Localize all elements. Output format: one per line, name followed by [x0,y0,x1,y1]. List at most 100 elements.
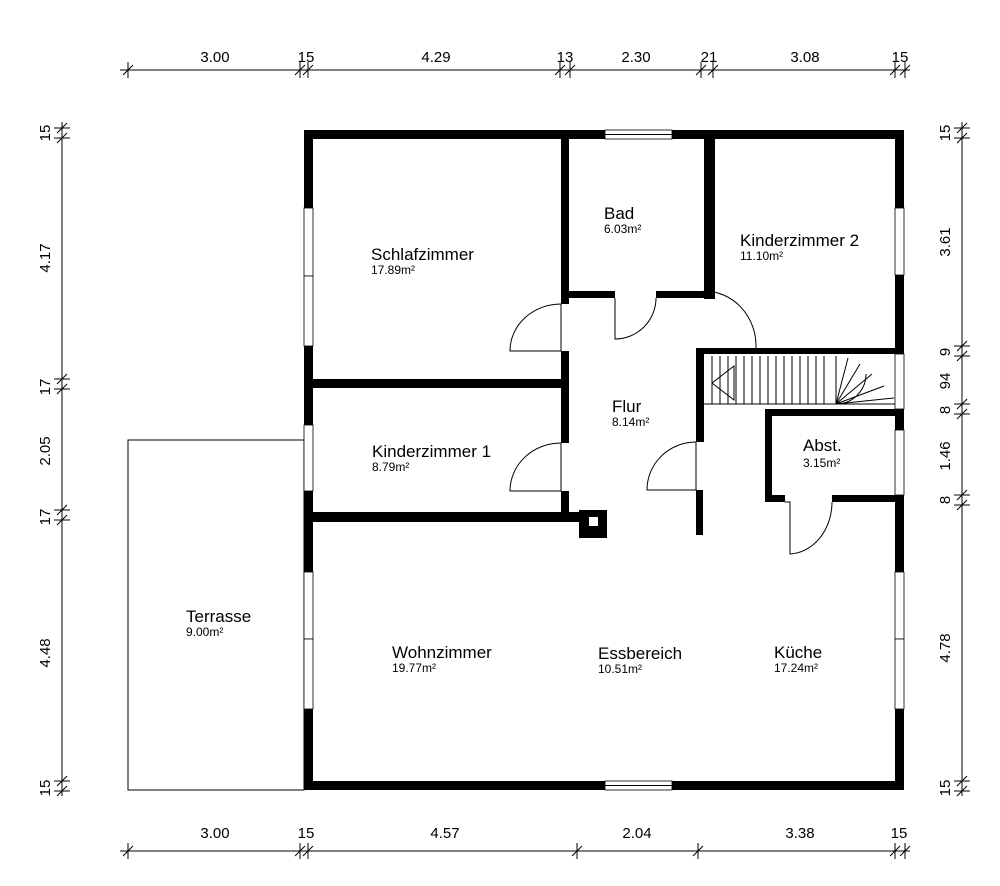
window-schlafzimmer-2 [303,275,314,347]
dimension-tick [302,843,314,859]
dim-left-1: 15 [37,125,54,142]
dim-right-2: 3.61 [937,227,954,256]
dim-right-4: 94 [937,373,954,390]
windows [303,129,905,791]
window-stair [894,353,905,410]
dimension-labels-right: 15 3.61 9 94 8 1.46 8 4.78 15 [937,125,954,797]
room-area-terrasse: 9.00m² [186,625,223,639]
room-area-kinderzimmer2: 11.10m² [740,249,783,263]
dim-bottom-5: 3.38 [785,825,814,842]
room-area-schlafzimmer: 17.89m² [371,263,415,277]
dim-right-5: 8 [937,406,954,414]
dim-left-7: 15 [37,780,54,797]
room-area-kinderzimmer1: 8.79m² [372,460,409,474]
dim-bottom-4: 2.04 [622,825,651,842]
window-kinderzimmer1 [303,424,314,492]
dim-top-8: 15 [892,49,909,66]
dimension-tick [54,383,70,395]
dim-right-8: 4.78 [937,633,954,662]
dim-right-6: 1.46 [937,441,954,470]
room-labels: Schlafzimmer 17.89m² Bad 6.03m² Kinderzi… [186,204,859,676]
dimension-tick [899,843,911,859]
stair-winder-tread [835,363,861,405]
dim-bottom-6: 15 [891,825,908,842]
dimension-labels-top: 3.00 15 4.29 13 2.30 21 3.08 15 [200,49,908,66]
stair-winder-arc [835,373,867,405]
interior-walls [313,139,896,538]
room-name-kinderzimmer1: Kinderzimmer 1 [372,442,491,461]
dim-left-3: 17 [37,379,54,396]
room-name-bad: Bad [604,204,634,223]
dim-top-7: 3.08 [790,49,819,66]
dimension-tick [294,62,306,78]
dimension-tick [54,373,70,385]
dimension-tick [564,62,576,78]
dimension-tick [692,843,704,859]
dimension-tick [954,350,970,362]
room-name-kueche: Küche [774,643,822,662]
dim-top-3: 4.29 [421,49,450,66]
room-name-kinderzimmer2: Kinderzimmer 2 [740,231,859,250]
door-schlafzimmer [509,303,562,352]
dimension-tick [54,132,70,144]
room-area-bad: 6.03m² [604,222,641,236]
window-wohnzimmer-1 [303,571,314,640]
dim-left-4: 2.05 [37,436,54,465]
door-abst [785,501,833,555]
dimension-tick [954,499,970,511]
dim-left-5: 17 [37,509,54,526]
dimension-labels-bottom: 3.00 15 4.57 2.04 3.38 15 [200,825,907,842]
dimension-tick [695,62,707,78]
dim-top-6: 21 [701,49,718,66]
dimension-tick [54,504,70,516]
dimension-tick [554,62,566,78]
dimension-tick [54,122,70,134]
dim-left-2: 4.17 [37,243,54,272]
dimension-tick [707,62,719,78]
dimension-tick [571,843,583,859]
dimension-tick [889,62,901,78]
dimension-tick [954,408,970,420]
dimension-lines [54,62,970,859]
room-area-essbereich: 10.51m² [598,662,642,676]
dim-right-3: 9 [937,348,954,356]
dimension-tick [954,785,970,797]
stair-winder-tread [835,385,885,405]
dim-top-5: 2.30 [621,49,650,66]
window-kueche-1 [894,571,905,640]
dimension-tick [899,62,911,78]
room-name-wohnzimmer: Wohnzimmer [392,643,492,662]
window-wohnzimmer-2 [303,638,314,710]
window-abst [894,429,905,496]
door-kinderzimmer1 [509,442,562,492]
dimension-tick [889,843,901,859]
room-name-schlafzimmer: Schlafzimmer [371,245,474,264]
dim-bottom-1: 3.00 [200,825,229,842]
window-kueche-2 [894,638,905,710]
dimension-tick [954,132,970,144]
room-name-flur: Flur [612,397,642,416]
dimension-tick [954,340,970,352]
stairs [704,356,895,405]
dim-top-4: 13 [557,49,574,66]
dim-top-2: 15 [298,49,315,66]
stair-winder-tread [835,357,849,405]
dimension-tick [954,775,970,787]
stair-arrow-icon [711,364,735,402]
window-kinderzimmer2 [894,207,905,276]
room-area-abst: 3.15m² [803,456,840,470]
dim-right-7: 8 [937,496,954,504]
dimension-tick [122,843,134,859]
dim-top-1: 3.00 [200,49,229,66]
stair-winder-tread [835,373,873,405]
dimension-tick [954,489,970,501]
dimension-tick [54,785,70,797]
dimension-tick [54,514,70,526]
room-name-terrasse: Terrasse [186,607,251,626]
dimension-tick [954,122,970,134]
dim-left-6: 4.48 [37,638,54,667]
dimension-tick [122,62,134,78]
room-area-kueche: 17.24m² [774,661,818,675]
dimension-labels-left: 15 4.17 17 2.05 17 4.48 15 [37,125,54,797]
